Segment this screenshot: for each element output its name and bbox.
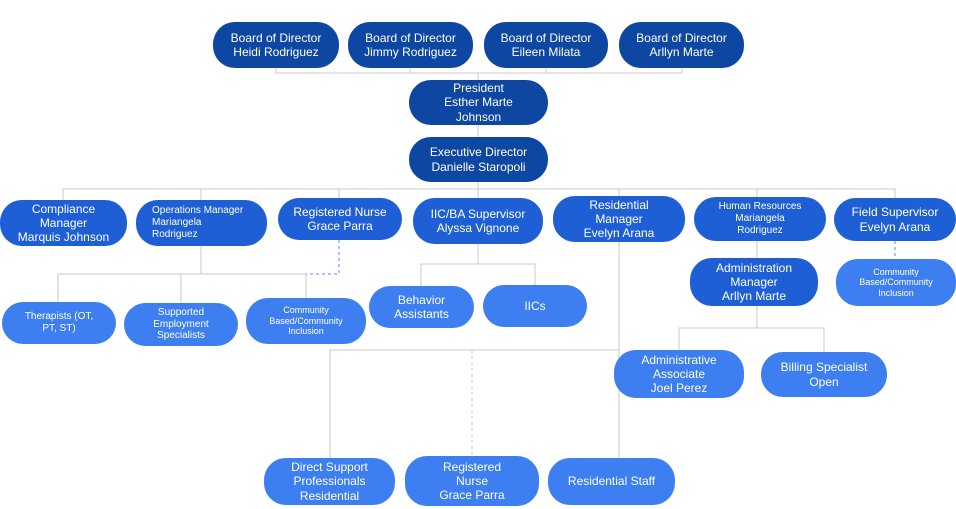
node-name: Rodriguez bbox=[152, 228, 198, 240]
node-title: Nurse bbox=[455, 473, 488, 488]
node-name: Esther Marte bbox=[444, 95, 513, 110]
node-title: Professionals bbox=[293, 474, 366, 489]
direct-support-professionals-node[interactable]: Direct Support Professionals Residential bbox=[264, 458, 395, 505]
node-title: Billing Specialist bbox=[780, 360, 868, 375]
node-title: Board of Director bbox=[230, 30, 322, 45]
node-title: Registered Nurse bbox=[293, 204, 387, 219]
field-supervisor-node[interactable]: Field Supervisor Evelyn Arana bbox=[834, 198, 956, 241]
node-title: IIC/BA Supervisor bbox=[430, 206, 526, 221]
iic-ba-supervisor-node[interactable]: IIC/BA Supervisor Alyssa Vignone bbox=[413, 198, 543, 244]
node-title: Human Resources bbox=[718, 201, 802, 213]
node-title: Inclusion bbox=[288, 326, 324, 337]
behavior-assistants-node[interactable]: Behavior Assistants bbox=[369, 286, 474, 328]
compliance-manager-node[interactable]: Compliance Manager Marquis Johnson bbox=[0, 200, 127, 246]
node-name: Grace Parra bbox=[307, 219, 373, 233]
node-title: Executive Director bbox=[429, 145, 528, 160]
node-title: Board of Director bbox=[636, 30, 727, 45]
node-title: IICs bbox=[524, 298, 546, 313]
board-director-jimmy-rodriguez[interactable]: Board of Director Jimmy Rodriguez bbox=[348, 22, 473, 68]
node-title: Residential Staff bbox=[567, 474, 656, 489]
node-title: Community bbox=[873, 266, 919, 277]
node-name: Evelyn Arana bbox=[859, 219, 931, 234]
node-title: Inclusion bbox=[878, 287, 914, 298]
node-name: Marquis Johnson bbox=[17, 230, 110, 245]
executive-director-node[interactable]: Executive Director Danielle Staropoli bbox=[409, 137, 548, 182]
node-title: Administration bbox=[715, 260, 793, 275]
board-director-eileen-milata[interactable]: Board of Director Eileen Milata bbox=[484, 22, 608, 68]
node-title: Based/Community bbox=[269, 315, 343, 326]
node-title: Specialists bbox=[157, 330, 205, 342]
registered-nurse-residential-node[interactable]: Registered Nurse Grace Parra bbox=[405, 456, 539, 506]
node-name: Alyssa Vignone bbox=[436, 221, 520, 235]
board-director-arllyn-marte[interactable]: Board of Director Arllyn Marte bbox=[619, 22, 744, 68]
node-title: Assistants bbox=[394, 307, 449, 321]
node-title: President bbox=[453, 81, 504, 96]
node-name: Mariangela bbox=[735, 213, 785, 225]
node-name: Evelyn Arana bbox=[583, 226, 655, 241]
residential-manager-node[interactable]: Residential Manager Evelyn Arana bbox=[553, 196, 685, 242]
node-name: Jimmy Rodriguez bbox=[364, 45, 457, 59]
node-title: Residential bbox=[299, 488, 360, 503]
node-title: Compliance bbox=[31, 201, 96, 216]
board-director-heidi-rodriguez[interactable]: Board of Director Heidi Rodriguez bbox=[213, 22, 339, 68]
node-name: Danielle Staropoli bbox=[431, 159, 526, 174]
billing-specialist-node[interactable]: Billing Specialist Open bbox=[761, 352, 887, 397]
node-title: Manager bbox=[595, 211, 643, 226]
registered-nurse-node[interactable]: Registered Nurse Grace Parra bbox=[278, 198, 402, 240]
node-title: Manager bbox=[39, 215, 88, 230]
node-title: Operations Manager bbox=[152, 205, 244, 217]
supported-employment-node[interactable]: Supported Employment Specialists bbox=[124, 303, 238, 346]
node-title: Administrative bbox=[641, 352, 717, 367]
node-name: Joel Perez bbox=[650, 381, 708, 396]
node-name: Heidi Rodriguez bbox=[233, 45, 319, 59]
node-name: Grace Parra bbox=[439, 488, 505, 503]
residential-staff-node[interactable]: Residential Staff bbox=[548, 458, 675, 505]
node-name: Mariangela bbox=[152, 217, 202, 229]
administration-manager-node[interactable]: Administration Manager Arllyn Marte bbox=[690, 258, 818, 306]
node-name: Arllyn Marte bbox=[721, 289, 786, 304]
node-title: Therapists (OT, bbox=[24, 311, 94, 323]
node-title: Registered bbox=[442, 459, 502, 474]
node-title: Board of Director bbox=[365, 30, 456, 45]
node-title: Residential bbox=[589, 197, 649, 212]
operations-manager-node[interactable]: Operations Manager Mariangela Rodriguez bbox=[136, 200, 267, 246]
node-title: Board of Director bbox=[500, 30, 592, 45]
node-name: Open bbox=[809, 374, 839, 389]
iics-node[interactable]: IICs bbox=[483, 285, 587, 327]
president-node[interactable]: President Esther Marte Johnson bbox=[409, 80, 548, 125]
node-title: Supported bbox=[157, 306, 205, 318]
community-inclusion-ops-node[interactable]: Community Based/Community Inclusion bbox=[246, 298, 366, 344]
node-title: Based/Community bbox=[859, 277, 933, 288]
node-name: Johnson bbox=[455, 109, 502, 124]
node-title: Manager bbox=[730, 274, 778, 289]
node-title: Employment bbox=[153, 318, 209, 330]
node-name: Rodriguez bbox=[737, 224, 783, 236]
node-title: PT, ST) bbox=[42, 323, 76, 334]
node-name: Arllyn Marte bbox=[649, 45, 714, 59]
administrative-associate-node[interactable]: Administrative Associate Joel Perez bbox=[614, 350, 744, 398]
human-resources-node[interactable]: Human Resources Mariangela Rodriguez bbox=[694, 197, 826, 241]
node-title: Direct Support bbox=[291, 460, 368, 475]
node-title: Field Supervisor bbox=[851, 205, 939, 220]
node-name: Eileen Milata bbox=[511, 45, 581, 59]
therapists-node[interactable]: Therapists (OT, PT, ST) bbox=[2, 302, 116, 344]
node-title: Community bbox=[283, 305, 329, 316]
node-title: Behavior bbox=[397, 292, 446, 307]
community-inclusion-field-node[interactable]: Community Based/Community Inclusion bbox=[836, 259, 956, 306]
node-title: Associate bbox=[652, 366, 706, 381]
